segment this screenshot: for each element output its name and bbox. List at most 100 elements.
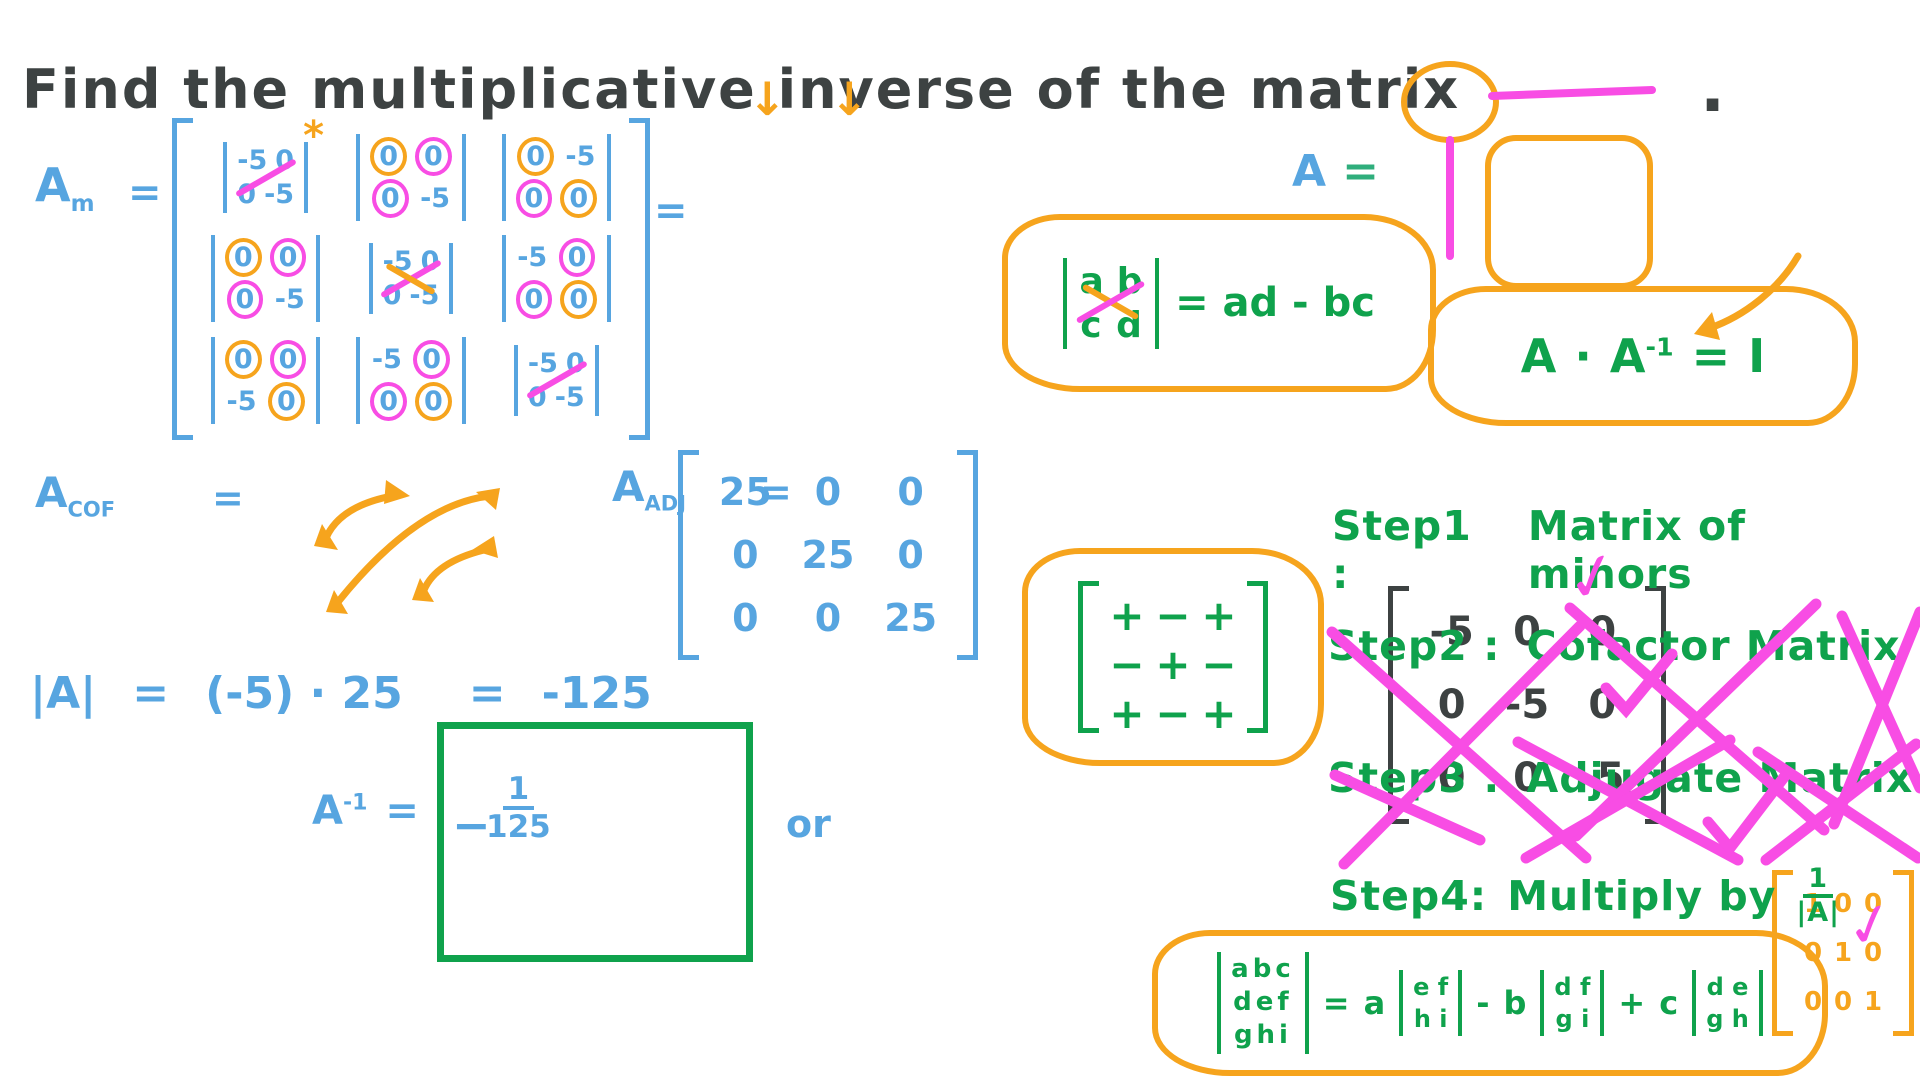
- matrix-entry: +: [1155, 640, 1191, 689]
- matrix-entry: -5: [409, 280, 440, 312]
- matrix-entry: -5: [554, 381, 585, 413]
- matrix-entry: 0: [1437, 681, 1466, 728]
- orange-submatrix-box: [1485, 135, 1653, 289]
- check-mark: [1702, 766, 1794, 857]
- fraction-numerator: 1: [1803, 864, 1834, 898]
- equals-sign: =: [132, 668, 170, 719]
- matrix-entry: d f: [1554, 972, 1591, 1001]
- cross-line: [1329, 769, 1486, 846]
- matrix-row: 0-5: [528, 382, 585, 413]
- step-1: Step1 : Matrix of minors: [1332, 502, 1920, 598]
- orange-circle-mark: [1401, 61, 1499, 143]
- operator-sign: +: [1618, 984, 1646, 1022]
- matrix-entry: -5: [1429, 609, 1474, 656]
- arrow-head: [384, 480, 410, 504]
- expansion-minor-det: d f g i: [1540, 969, 1605, 1037]
- matrix-entry: c: [1080, 304, 1102, 346]
- arrow-head: [476, 488, 500, 510]
- matrix-entry: +: [1109, 591, 1145, 640]
- matrix-entry: 0: [515, 280, 553, 320]
- matrix-entry: -5: [371, 343, 402, 375]
- matrix-entry: 0: [897, 532, 924, 577]
- arrow-head: [326, 590, 348, 614]
- matrix-entry: -5: [517, 242, 548, 274]
- matrix-entry: 0: [413, 339, 451, 379]
- term-coefficient: a: [1363, 984, 1386, 1022]
- minors-label-sub: m: [70, 191, 95, 218]
- step-text: Multiply by: [1507, 871, 1777, 920]
- step-label: Step1 :: [1332, 502, 1472, 598]
- equals-sign: =: [1691, 329, 1731, 383]
- matrix-entry: -5: [565, 141, 596, 173]
- matrix-row: g i: [1554, 1005, 1590, 1034]
- matrix-entry: -5: [420, 183, 451, 215]
- matrix-entry: −: [1155, 689, 1191, 738]
- matrix-entry: 0: [269, 339, 307, 379]
- equals-sign: =: [1322, 984, 1350, 1022]
- matrix-entry: 0: [414, 381, 452, 421]
- det-lhs: |A|: [30, 668, 97, 719]
- matrix-row: −+−: [1104, 640, 1242, 689]
- cross-line: [1828, 606, 1920, 830]
- cross-line: [1760, 738, 1920, 866]
- answer-box: [437, 722, 753, 962]
- star-icon: *: [303, 113, 325, 160]
- symbol-i: I: [1748, 329, 1766, 383]
- matrix-entry: h i: [1413, 1004, 1448, 1033]
- or-label: or: [786, 802, 831, 846]
- matrix-entry: 0: [371, 179, 409, 219]
- matrix-entry: ghi: [1233, 1019, 1292, 1050]
- matrix-row: 0-5: [237, 179, 294, 210]
- matrix-entry: 0: [1833, 986, 1853, 1017]
- step-4: Step4: Multiply by 1 |A|: [1330, 864, 1840, 927]
- matrix-entry: d e: [1706, 972, 1749, 1001]
- matrix-entry: 0: [414, 137, 452, 177]
- matrix-entry: 0: [267, 381, 305, 421]
- matrix-entry: 0: [382, 280, 402, 312]
- adj-label-base: A: [612, 462, 645, 511]
- symbol-a-inverse: A-1: [1610, 329, 1674, 383]
- matrix-entry: +: [1201, 591, 1237, 640]
- matrix-row: ghi: [1231, 1019, 1295, 1051]
- minors-equals: =: [128, 170, 162, 216]
- down-arrow-icon: ↓: [748, 72, 787, 126]
- step-text: Matrix of minors: [1527, 502, 1746, 598]
- matrix-row: 0-5: [383, 280, 440, 311]
- matrix-entry: 25: [718, 469, 772, 514]
- term-coefficient: b: [1503, 984, 1527, 1022]
- matrix-entry: -5: [226, 385, 257, 417]
- matrix-entry: def: [1233, 987, 1293, 1018]
- matrix-entry: d: [1116, 304, 1142, 346]
- term-coefficient: c: [1659, 984, 1679, 1022]
- step-label: Step4:: [1330, 871, 1488, 920]
- minors-result-equals: =: [654, 188, 688, 234]
- matrix-row: 0 25 0: [704, 533, 952, 577]
- matrix-entry: 25: [801, 532, 855, 577]
- symbol-a-exponent: -1: [342, 790, 368, 816]
- step-label: Step2 :: [1328, 622, 1501, 670]
- arrow-head: [314, 524, 338, 550]
- cross-line: [1338, 620, 1586, 870]
- matrix-entry: 0: [732, 532, 759, 577]
- matrix-row: +−+: [1104, 591, 1242, 640]
- matrix-entry: -5: [382, 246, 413, 278]
- fraction-denominator: 125: [486, 809, 551, 846]
- matrix-entry: 0: [515, 179, 553, 219]
- matrix-entry: 0: [732, 596, 759, 641]
